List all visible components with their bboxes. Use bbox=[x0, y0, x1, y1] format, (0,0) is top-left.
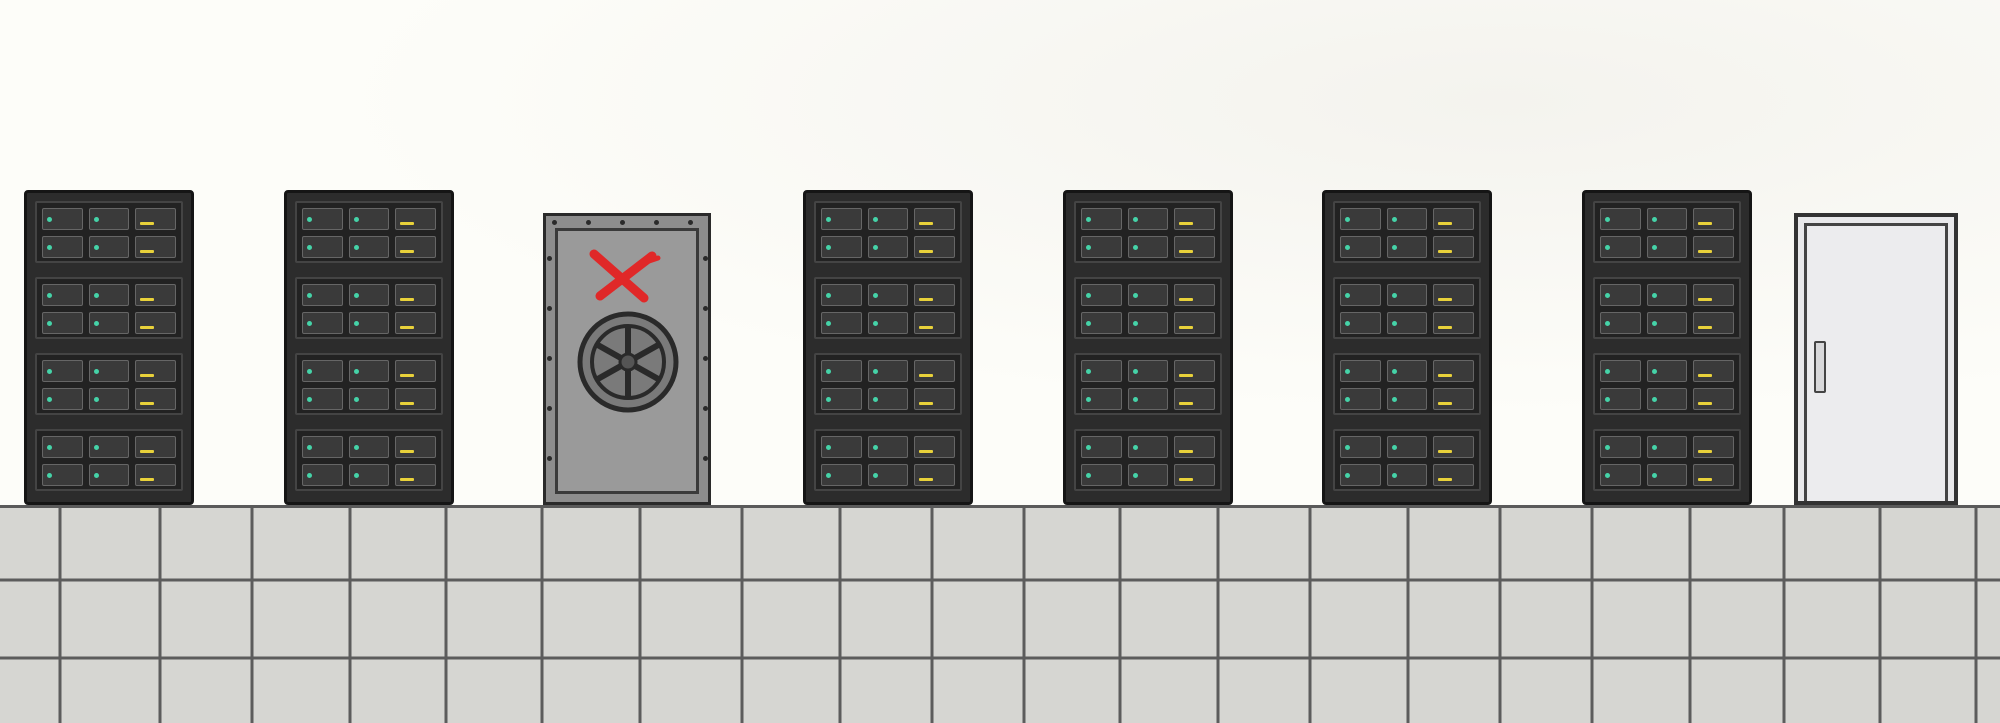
vault-wheel-icon[interactable] bbox=[574, 308, 682, 416]
rack-unit bbox=[35, 429, 183, 491]
red-x-mark-icon bbox=[589, 249, 661, 303]
rack-unit bbox=[295, 277, 443, 339]
rack-unit bbox=[1333, 353, 1481, 415]
rack-unit bbox=[35, 353, 183, 415]
server-rack-6[interactable] bbox=[1582, 190, 1752, 505]
vault-door[interactable] bbox=[543, 213, 711, 505]
rack-unit bbox=[1074, 201, 1222, 263]
rack-unit bbox=[1333, 429, 1481, 491]
rack-unit bbox=[1074, 277, 1222, 339]
tiled-floor bbox=[0, 505, 2000, 723]
rack-unit bbox=[1593, 277, 1741, 339]
rack-unit bbox=[35, 277, 183, 339]
door-handle-icon[interactable] bbox=[1814, 341, 1826, 393]
rack-unit bbox=[1333, 277, 1481, 339]
rack-unit bbox=[814, 201, 962, 263]
server-rack-4[interactable] bbox=[1063, 190, 1233, 505]
rack-unit bbox=[1593, 353, 1741, 415]
rack-unit bbox=[1074, 429, 1222, 491]
rack-unit bbox=[1593, 201, 1741, 263]
rack-unit bbox=[814, 429, 962, 491]
rack-unit bbox=[1593, 429, 1741, 491]
rack-unit bbox=[1074, 353, 1222, 415]
rack-unit bbox=[295, 353, 443, 415]
server-rack-1[interactable] bbox=[24, 190, 194, 505]
exit-door[interactable] bbox=[1794, 213, 1958, 505]
exit-door-panel bbox=[1804, 223, 1948, 501]
rack-unit bbox=[295, 429, 443, 491]
rack-unit bbox=[1333, 201, 1481, 263]
server-rack-2[interactable] bbox=[284, 190, 454, 505]
rack-unit bbox=[814, 277, 962, 339]
server-rack-3[interactable] bbox=[803, 190, 973, 505]
rack-unit bbox=[295, 201, 443, 263]
floor-tile-grid bbox=[0, 508, 2000, 723]
rack-unit bbox=[814, 353, 962, 415]
server-rack-5[interactable] bbox=[1322, 190, 1492, 505]
rack-unit bbox=[35, 201, 183, 263]
